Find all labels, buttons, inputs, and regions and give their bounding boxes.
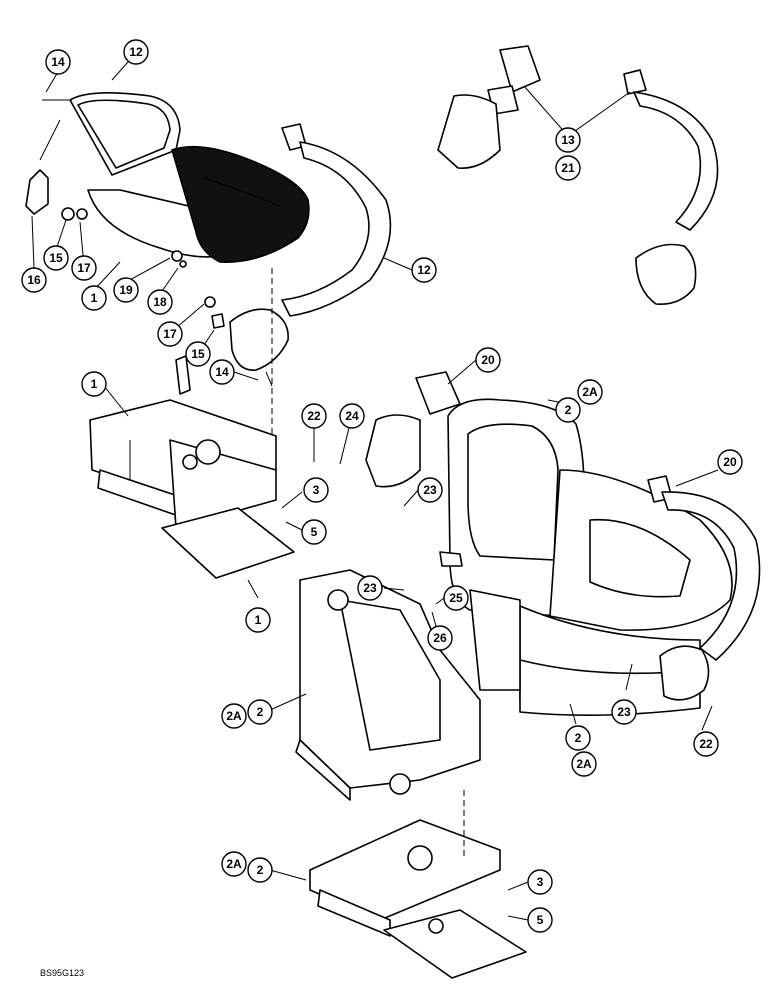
svg-text:23: 23 <box>363 581 377 595</box>
svg-text:17: 17 <box>163 327 177 341</box>
svg-text:12: 12 <box>129 45 143 59</box>
callout-25: 25 <box>443 585 469 611</box>
svg-text:22: 22 <box>307 409 321 423</box>
callout-19: 19 <box>113 277 139 303</box>
svg-text:1: 1 <box>255 613 262 627</box>
svg-text:24: 24 <box>345 409 359 423</box>
callout-15-mid: 15 <box>185 341 211 367</box>
seat-pedestal <box>295 569 481 801</box>
callout-13: 13 <box>555 127 581 153</box>
callout-23-right: 23 <box>611 699 637 725</box>
svg-text:18: 18 <box>153 295 167 309</box>
callout-12-top: 12 <box>123 39 149 65</box>
callout-2-top: 2 <box>555 397 581 423</box>
svg-text:22: 22 <box>699 737 713 751</box>
svg-text:14: 14 <box>215 365 229 379</box>
callout-21: 21 <box>555 155 581 181</box>
callout-20-top: 20 <box>475 347 501 373</box>
small-seat-assembly <box>25 92 310 268</box>
svg-text:21: 21 <box>561 161 575 175</box>
seat-slide-frame <box>89 355 295 579</box>
callout-17-top: 17 <box>71 255 97 281</box>
svg-text:15: 15 <box>49 251 63 265</box>
svg-text:26: 26 <box>433 631 447 645</box>
svg-text:15: 15 <box>191 347 205 361</box>
svg-text:20: 20 <box>481 353 495 367</box>
callout-5-top: 5 <box>301 519 327 545</box>
seat-belt-13-21 <box>437 45 719 305</box>
svg-text:2A: 2A <box>226 709 242 723</box>
svg-text:17: 17 <box>77 261 91 275</box>
suspension-seat-assembly <box>439 398 733 716</box>
callout-5-bottom: 5 <box>527 907 553 933</box>
callout-15-top: 15 <box>43 245 69 271</box>
callout-2A-right: 2A <box>571 751 597 777</box>
svg-text:3: 3 <box>537 875 544 889</box>
callout-2-mid: 2 <box>247 699 273 725</box>
bottom-seat-slide <box>309 790 527 979</box>
svg-text:25: 25 <box>449 591 463 605</box>
svg-text:14: 14 <box>51 55 65 69</box>
svg-text:23: 23 <box>617 705 631 719</box>
callout-22-right: 22 <box>693 731 719 757</box>
callout-2A-top: 2A <box>577 379 603 405</box>
svg-text:2A: 2A <box>226 857 242 871</box>
callout-20-right: 20 <box>717 449 743 475</box>
svg-text:13: 13 <box>561 133 575 147</box>
svg-text:3: 3 <box>313 483 320 497</box>
svg-text:5: 5 <box>311 525 318 539</box>
callout-24: 24 <box>339 403 365 429</box>
svg-text:2: 2 <box>257 863 264 877</box>
callout-2-right: 2 <box>565 725 591 751</box>
callout-23-mid: 23 <box>357 575 383 601</box>
svg-text:5: 5 <box>537 913 544 927</box>
svg-text:1: 1 <box>91 377 98 391</box>
callout-3-top: 3 <box>303 477 329 503</box>
callout-14-mid: 14 <box>209 359 235 385</box>
callout-12-belt: 12 <box>411 257 437 283</box>
seat-belt-12 <box>204 123 392 500</box>
callout-14-top: 14 <box>45 49 71 75</box>
callout-1-top: 1 <box>81 285 107 311</box>
callout-2A-mid: 2A <box>221 703 247 729</box>
svg-text:20: 20 <box>723 455 737 469</box>
svg-text:19: 19 <box>119 283 133 297</box>
callout-16: 16 <box>21 267 47 293</box>
svg-text:23: 23 <box>423 483 437 497</box>
callout-2A-bottom: 2A <box>221 851 247 877</box>
callout-26: 26 <box>427 625 453 651</box>
svg-text:2: 2 <box>257 705 264 719</box>
svg-text:16: 16 <box>27 273 41 287</box>
callout-22-top: 22 <box>301 403 327 429</box>
svg-text:12: 12 <box>417 263 431 277</box>
callout-3-bottom: 3 <box>527 869 553 895</box>
svg-text:2: 2 <box>565 403 572 417</box>
callout-23-top: 23 <box>417 477 443 503</box>
callout-17-mid: 17 <box>157 321 183 347</box>
callout-18: 18 <box>147 289 173 315</box>
callout-2-bottom: 2 <box>247 857 273 883</box>
svg-text:2A: 2A <box>576 757 592 771</box>
svg-text:2: 2 <box>575 731 582 745</box>
drawing-reference: BS95G123 <box>40 968 85 978</box>
leader-lines <box>31 61 719 921</box>
svg-text:2A: 2A <box>582 385 598 399</box>
callout-1-mid: 1 <box>81 371 107 397</box>
svg-text:1: 1 <box>91 291 98 305</box>
callout-1-bottom: 1 <box>245 607 271 633</box>
